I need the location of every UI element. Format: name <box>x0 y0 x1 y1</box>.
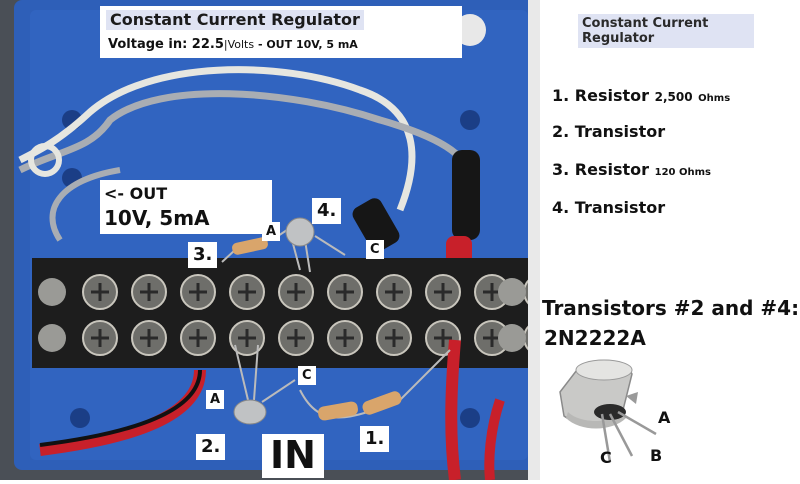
pin-c-top: C <box>366 240 384 259</box>
photo-title: Constant Current Regulator <box>106 10 364 30</box>
legend-item-num: 3. <box>552 160 570 179</box>
legend-title: Constant Current Regulator <box>578 14 754 48</box>
mount-screw <box>38 278 66 306</box>
screw-slot <box>189 329 207 347</box>
legend-item-4: 4. Transistor <box>552 198 665 217</box>
screw-slot <box>238 329 256 347</box>
pin-a-top: A <box>262 222 281 241</box>
mount-screw <box>498 278 526 306</box>
black-lead <box>452 150 480 240</box>
out-label-box: <- OUT 10V, 5mA <box>100 180 272 234</box>
pin-a-label: A <box>658 408 671 427</box>
label-2: 2. <box>196 434 226 460</box>
legend-item-name: Resistor <box>574 86 650 105</box>
screw-slot <box>385 329 403 347</box>
transistor-diagram: A B C <box>540 352 700 480</box>
screw-slot <box>287 329 305 347</box>
legend-item-num: 4. <box>552 198 570 217</box>
label-3: 3. <box>188 242 218 268</box>
label-4: 4. <box>312 198 342 224</box>
title-label-box: Constant Current Regulator Voltage in: 2… <box>100 6 462 58</box>
info-panel: Constant Current Regulator 1. Resistor 2… <box>540 0 800 480</box>
component-legend: Constant Current Regulator 1. Resistor 2… <box>540 0 754 300</box>
screw-slot <box>189 283 207 301</box>
transistor-2 <box>233 399 267 425</box>
resistor-1b <box>362 391 402 415</box>
transistors-heading: Transistors #2 and #4: <box>542 296 800 320</box>
legend-item-3: 3. Resistor 120 Ohms <box>552 160 711 179</box>
voltage-spec: Voltage in: 22.5|Volts - OUT 10V, 5 mA <box>108 38 358 51</box>
legend-item-name: Resistor <box>574 160 650 179</box>
resistor-3 <box>232 237 268 255</box>
transistor-image <box>559 359 657 463</box>
label-1: 1. <box>360 426 390 452</box>
white-wire <box>18 66 416 212</box>
legend-item-1: 1. Resistor 2,500 Ohms <box>552 86 730 105</box>
mount-screw <box>498 324 526 352</box>
legend-item-value: 120 Ohms <box>654 167 711 178</box>
legend-item-num: 2. <box>552 122 570 141</box>
out-arrow-label: <- OUT <box>104 184 168 203</box>
screw-slot <box>434 329 452 347</box>
voltage-units: |Volts <box>223 38 255 51</box>
circuit-photo: Constant Current Regulator Voltage in: 2… <box>0 0 540 480</box>
screw-slot <box>434 283 452 301</box>
out-value: 10V, 5mA <box>104 206 210 230</box>
screw-slot <box>385 283 403 301</box>
voltage-in: Voltage in: 22.5 <box>108 37 224 52</box>
in-label: IN <box>262 434 324 478</box>
screw-slot <box>336 329 354 347</box>
transistor-4 <box>285 217 315 247</box>
screw-slot <box>287 283 305 301</box>
legend-item-num: 1. <box>552 86 570 105</box>
legend-item-unit: Ohms <box>698 93 731 104</box>
pin-c-label: C <box>600 448 612 467</box>
transistor-part-number: 2N2222A <box>544 326 646 350</box>
screw-slot <box>140 283 158 301</box>
legend-item-name: Transistor <box>574 198 666 217</box>
screw-slot <box>91 329 109 347</box>
screw-slot <box>238 283 256 301</box>
screw-slot <box>140 329 158 347</box>
screw-slot <box>336 283 354 301</box>
out-spec: - OUT 10V, 5 mA <box>254 38 358 51</box>
legend-item-name: Transistor <box>574 122 666 141</box>
legend-item-value: 2,500 <box>654 90 693 104</box>
screw-slot <box>91 283 109 301</box>
mount-screw <box>38 324 66 352</box>
legend-item-2: 2. Transistor <box>552 122 665 141</box>
resistor-1a <box>318 401 358 421</box>
pin-c-bottom: C <box>298 366 316 385</box>
pin-a-bottom: A <box>206 390 225 409</box>
grey-wire <box>18 90 474 181</box>
red-wire-right <box>445 339 461 480</box>
pin-b-label: B <box>650 446 663 465</box>
